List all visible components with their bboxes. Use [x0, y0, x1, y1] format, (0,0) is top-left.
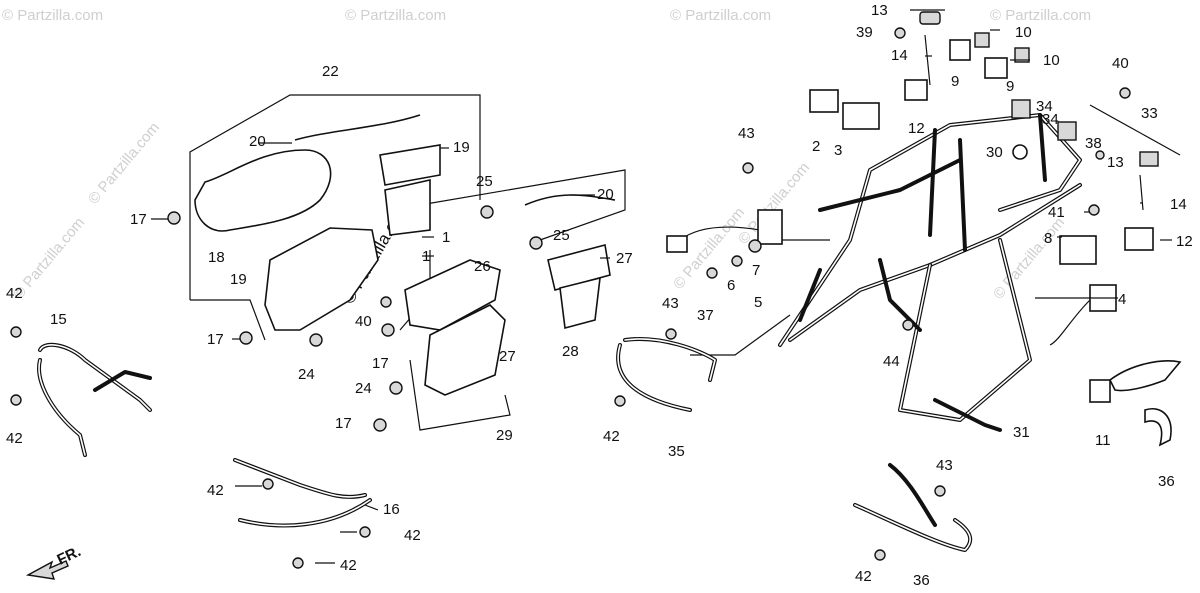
callout: 40: [355, 313, 372, 330]
callout: 41: [1048, 204, 1065, 221]
callout: 42: [855, 568, 872, 585]
callout: 19: [230, 271, 247, 288]
callout: 42: [603, 428, 620, 445]
callout: 18: [208, 249, 225, 266]
callout: 1: [442, 229, 450, 246]
callout: 13: [871, 2, 888, 19]
leader-lines: [151, 9, 1172, 564]
callout: 4: [1118, 291, 1126, 308]
main-frame: [778, 113, 1082, 432]
electrical-parts: [10, 11, 1182, 569]
callout: 1: [422, 248, 430, 265]
callout: 33: [1141, 105, 1158, 122]
callout: 10: [1015, 24, 1032, 41]
callout: 14: [891, 47, 908, 64]
callout: 43: [738, 125, 755, 142]
callout: 34: [1042, 111, 1059, 128]
callout: 29: [496, 427, 513, 444]
callout: 10: [1043, 52, 1060, 69]
callout: 42: [6, 285, 23, 302]
callout: 6: [727, 277, 735, 294]
fr-label: FR.: [55, 543, 84, 569]
callout: 26: [474, 258, 491, 275]
callout: 17: [207, 331, 224, 348]
callout: 24: [355, 380, 372, 397]
callout: 27: [499, 348, 516, 365]
engine-guards: [37, 337, 973, 552]
callout: 31: [1013, 424, 1030, 441]
watermark: © Partzilla.com: [670, 7, 771, 24]
callout: 2: [812, 138, 820, 155]
callout: 7: [752, 262, 760, 279]
callout: 12: [908, 120, 925, 137]
callout: 20: [597, 186, 614, 203]
callout: 25: [476, 173, 493, 190]
callout: 25: [553, 227, 570, 244]
callout: 24: [298, 366, 315, 383]
callout: 17: [335, 415, 352, 432]
callout: 11: [1095, 432, 1111, 449]
callout: 34: [1036, 98, 1053, 115]
callout: 3: [834, 142, 842, 159]
watermarks: © Partzilla.com © Partzilla.com © Partzi…: [2, 7, 1091, 307]
callout: 36: [1158, 473, 1175, 490]
front-direction-indicator: FR.: [25, 543, 84, 580]
callout: 40: [1112, 55, 1129, 72]
callouts: 22 20 19 25 20 17 1 25 1 18 27 26 19 42 …: [6, 2, 1193, 589]
callout: 19: [453, 139, 470, 156]
watermark: © Partzilla.com: [85, 119, 163, 207]
callout: 37: [697, 307, 714, 324]
callout: 39: [856, 24, 873, 41]
watermark: © Partzilla.com: [2, 7, 103, 24]
callout: 13: [1107, 154, 1124, 171]
callout: 14: [1170, 196, 1187, 213]
callout: 36: [913, 572, 930, 589]
callout: 43: [936, 457, 953, 474]
callout: 35: [668, 443, 685, 460]
callout: 30: [986, 144, 1003, 161]
callout: 17: [130, 211, 147, 228]
callout: 42: [404, 527, 421, 544]
callout: 42: [6, 430, 23, 447]
callout: 42: [207, 482, 224, 499]
callout: 17: [372, 355, 389, 372]
left-side-covers: [167, 114, 616, 432]
watermark: © Partzilla.com: [345, 7, 446, 24]
callout: 16: [383, 501, 400, 518]
callout: 44: [883, 353, 900, 370]
callout: 12: [1176, 233, 1193, 250]
callout: 43: [662, 295, 679, 312]
watermark: © Partzilla.com: [990, 214, 1068, 302]
callout: 8: [1044, 230, 1052, 247]
callout: 38: [1085, 135, 1102, 152]
callout: 15: [50, 311, 67, 328]
callout: 5: [754, 294, 762, 311]
callout: 9: [951, 73, 959, 90]
callout: 28: [562, 343, 579, 360]
arrow-icon: [25, 560, 69, 580]
callout: 22: [322, 63, 339, 80]
watermark: © Partzilla.com: [990, 7, 1091, 24]
callout: 20: [249, 133, 266, 150]
callout: 42: [340, 557, 357, 574]
callout: 9: [1006, 78, 1014, 95]
callout: 27: [616, 250, 633, 267]
